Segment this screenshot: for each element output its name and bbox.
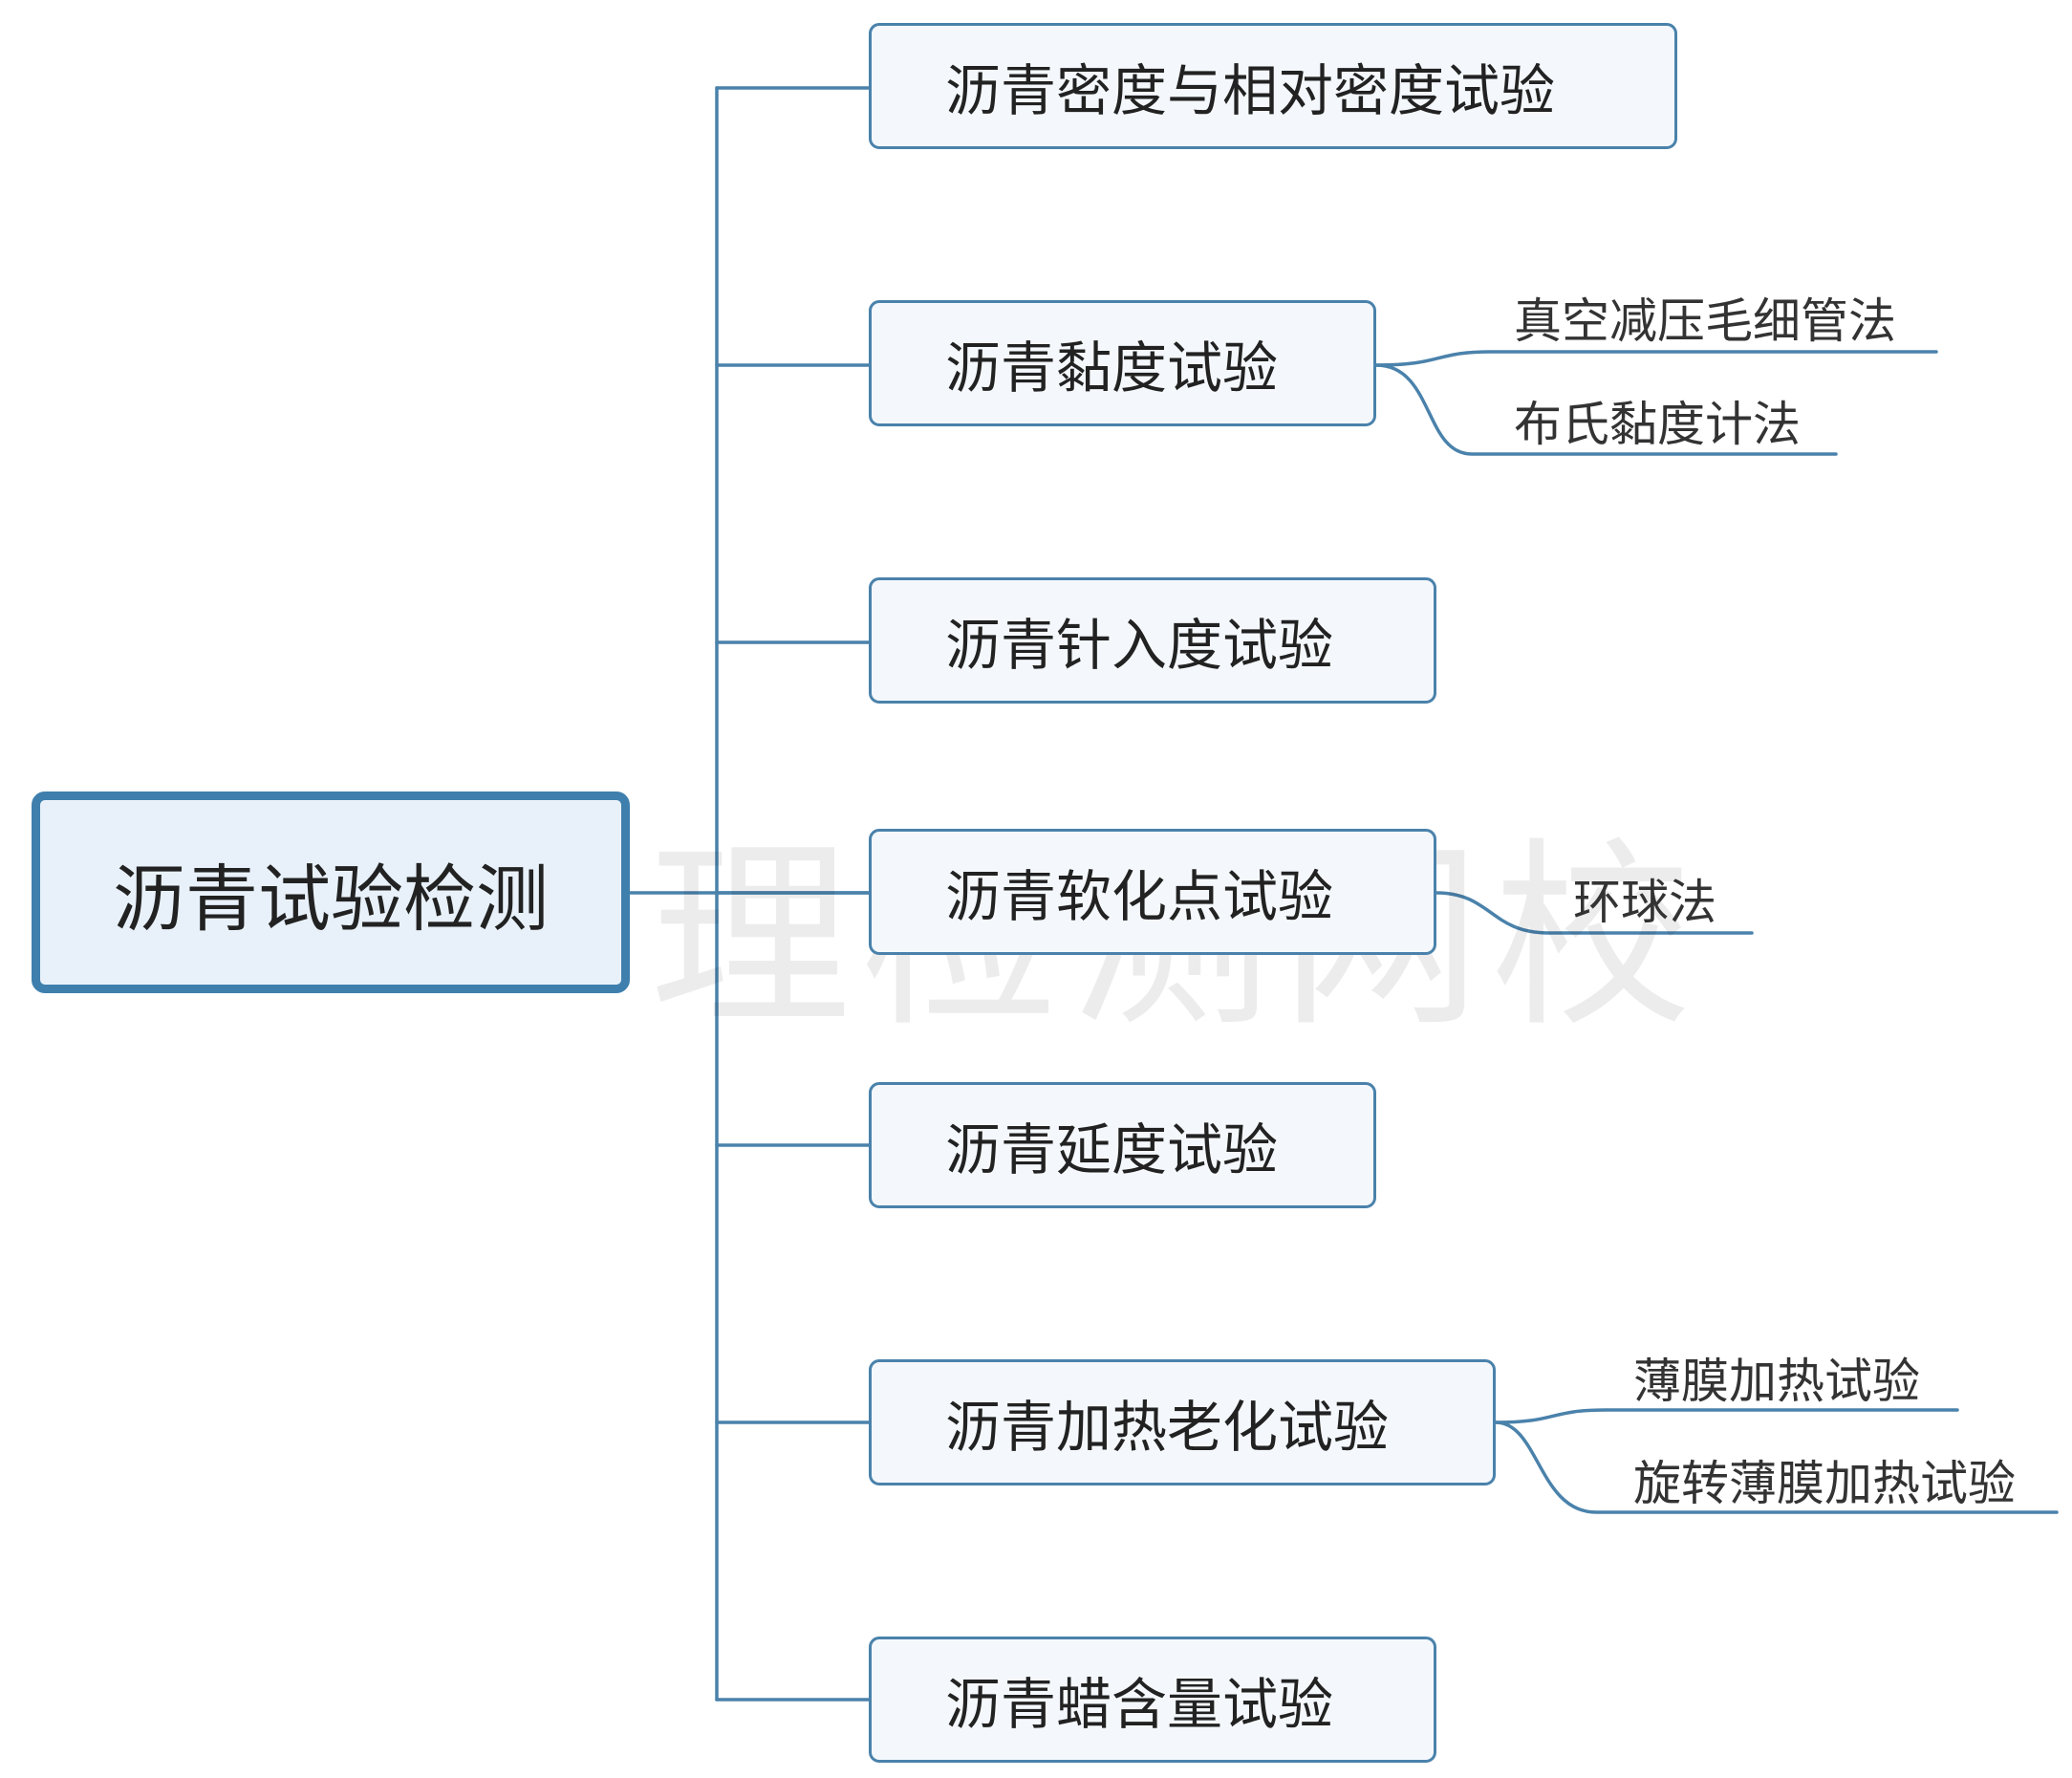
subtopic-ring-and-ball[interactable]: 环球法 xyxy=(1573,875,1716,930)
topic-label-softening-point: 沥青软化点试验 xyxy=(945,864,1334,929)
sub-branch-thin-film-oven xyxy=(1494,1408,1959,1424)
topic-node-ductility[interactable]: 沥青延度试验 xyxy=(869,1082,1376,1208)
sub-branch-vacuum-capillary xyxy=(1374,350,1938,367)
topic-node-penetration[interactable]: 沥青针入度试验 xyxy=(869,577,1436,704)
subtopic-rolling-thin-film-oven[interactable]: 旋转薄膜加热试验 xyxy=(1633,1456,2016,1511)
topic-node-heat-aging[interactable]: 沥青加热老化试验 xyxy=(869,1359,1496,1485)
sub-branch-brookfield xyxy=(1374,363,1838,456)
topic-label-heat-aging: 沥青加热老化试验 xyxy=(945,1395,1390,1460)
root-label: 沥青试验检测 xyxy=(113,856,549,942)
sub-branch-rolling-thin-film-oven xyxy=(1494,1420,2059,1514)
root-node[interactable]: 沥青试验检测 xyxy=(32,791,630,993)
topic-node-viscosity[interactable]: 沥青黏度试验 xyxy=(869,300,1376,426)
subtopic-vacuum-capillary[interactable]: 真空减压毛细管法 xyxy=(1514,293,1896,349)
topic-label-penetration: 沥青针入度试验 xyxy=(945,613,1334,678)
topic-node-density[interactable]: 沥青密度与相对密度试验 xyxy=(869,23,1677,149)
sub-branch-ring-and-ball xyxy=(1435,891,1754,935)
topic-node-wax-content[interactable]: 沥青蜡含量试验 xyxy=(869,1637,1436,1763)
topic-node-softening-point[interactable]: 沥青软化点试验 xyxy=(869,829,1436,955)
subtopic-thin-film-oven[interactable]: 薄膜加热试验 xyxy=(1633,1354,1920,1409)
topic-label-wax-content: 沥青蜡含量试验 xyxy=(945,1672,1334,1737)
subtopic-brookfield[interactable]: 布氏黏度计法 xyxy=(1514,397,1801,452)
topic-label-ductility: 沥青延度试验 xyxy=(945,1117,1279,1182)
topic-label-viscosity: 沥青黏度试验 xyxy=(945,336,1279,401)
topic-label-density: 沥青密度与相对密度试验 xyxy=(945,58,1556,123)
